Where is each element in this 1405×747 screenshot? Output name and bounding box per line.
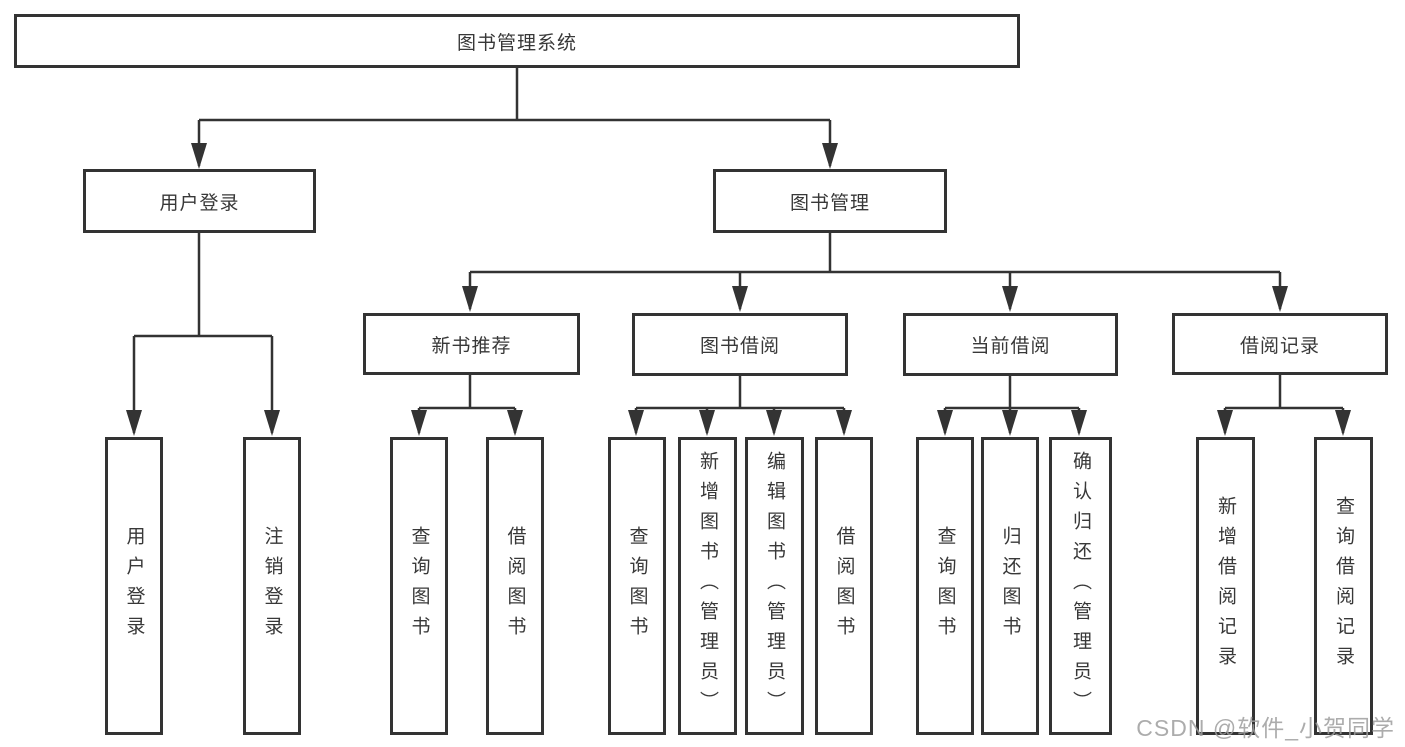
leaf-user-login: 用户登录 bbox=[105, 437, 163, 735]
connector-book-borrow-children bbox=[628, 375, 852, 436]
connector-current-borrow-children bbox=[937, 375, 1087, 436]
leaf-confirm-return-admin: 确认归还（管理员） bbox=[1049, 437, 1112, 735]
connector-new-book-children bbox=[411, 375, 523, 436]
node-new-book-recommend: 新书推荐 bbox=[363, 313, 580, 375]
connector-root-to-level2 bbox=[191, 68, 838, 169]
connector-user-login-children bbox=[126, 233, 280, 436]
leaf-borrow-books-recommend: 借阅图书 bbox=[486, 437, 544, 735]
connector-borrow-record-children bbox=[1217, 375, 1351, 436]
leaf-add-book-admin: 新增图书（管理员） bbox=[678, 437, 737, 735]
leaf-return-books: 归还图书 bbox=[981, 437, 1039, 735]
node-borrow-records: 借阅记录 bbox=[1172, 313, 1388, 375]
node-current-borrow: 当前借阅 bbox=[903, 313, 1118, 376]
leaf-query-books-recommend: 查询图书 bbox=[390, 437, 448, 735]
connector-book-mgmt-children bbox=[462, 233, 1288, 312]
node-book-borrow: 图书借阅 bbox=[632, 313, 848, 376]
leaf-query-books-borrow: 查询图书 bbox=[608, 437, 666, 735]
node-library-system: 图书管理系统 bbox=[14, 14, 1020, 68]
leaf-borrow-books: 借阅图书 bbox=[815, 437, 873, 735]
leaf-logout: 注销登录 bbox=[243, 437, 301, 735]
leaf-edit-book-admin: 编辑图书（管理员） bbox=[745, 437, 804, 735]
leaf-query-books-current: 查询图书 bbox=[916, 437, 974, 735]
leaf-query-borrow-record: 查询借阅记录 bbox=[1314, 437, 1373, 735]
csdn-watermark: CSDN @软件_小贺同学 bbox=[1136, 715, 1395, 741]
node-user-login: 用户登录 bbox=[83, 169, 316, 233]
leaf-add-borrow-record: 新增借阅记录 bbox=[1196, 437, 1255, 735]
node-book-management: 图书管理 bbox=[713, 169, 947, 233]
